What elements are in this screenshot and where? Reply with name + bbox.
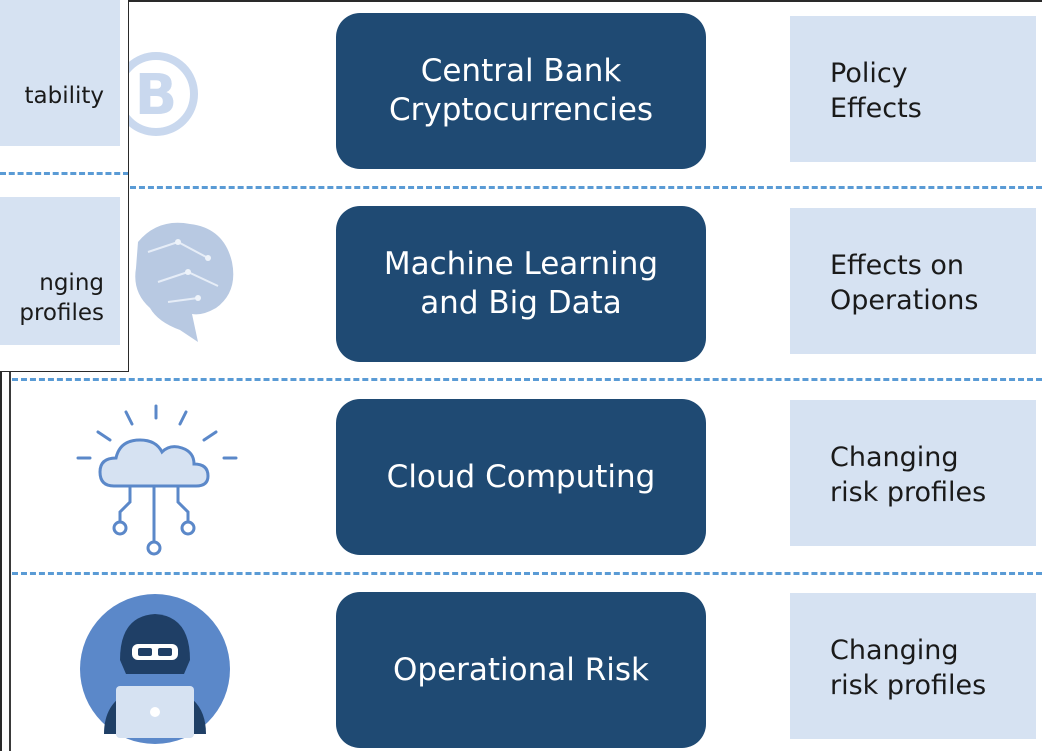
overlay-window-fragment: tability nging profiles [0, 0, 129, 372]
center-box-cloud-computing: Cloud Computing [336, 399, 706, 555]
effect-box-changing-risk-profiles-operational: Changing risk profiles [790, 593, 1036, 739]
effect-box-effects-on-operations: Effects on Operations [790, 208, 1036, 354]
center-box-central-bank-cryptocurrencies: Central Bank Cryptocurrencies [336, 13, 706, 169]
effect-box-policy-effects: Policy Effects [790, 16, 1036, 162]
overlay-divider [0, 172, 128, 175]
lower-frame-border [9, 372, 1042, 751]
overlay-box-top: tability [0, 0, 120, 146]
row-divider [12, 378, 1042, 381]
overlay-box-bottom: nging profiles [0, 197, 120, 345]
overlay-top-text: tability [24, 82, 104, 109]
bitcoin-icon: B [114, 40, 202, 152]
effect-box-changing-risk-profiles-cloud: Changing risk profiles [790, 400, 1036, 546]
hacker-laptop-icon [80, 594, 230, 748]
overlay-bottom-text: nging profiles [19, 269, 104, 326]
center-box-operational-risk: Operational Risk [336, 592, 706, 748]
row-divider [130, 186, 1042, 189]
brain-icon [128, 212, 238, 356]
cloud-network-icon [70, 402, 250, 566]
svg-text:B: B [135, 63, 178, 128]
row-divider [12, 572, 1042, 575]
center-box-machine-learning: Machine Learning and Big Data [336, 206, 706, 362]
